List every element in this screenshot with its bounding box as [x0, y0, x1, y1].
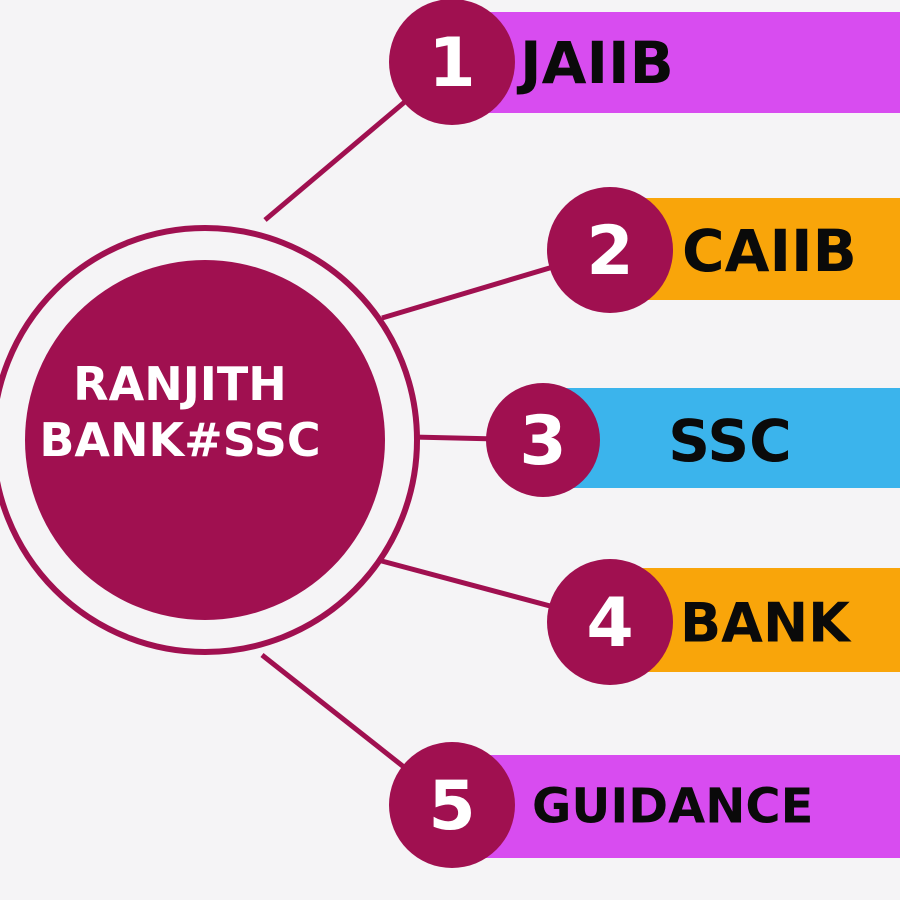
number-badge-3	[486, 383, 600, 497]
number-text-2: 2	[586, 212, 633, 291]
bars: JAIIB CAIIB SSC BANK GUIDANCE	[470, 12, 900, 858]
item-bar-2	[630, 198, 900, 300]
item-label-5: GUIDANCE	[532, 778, 813, 834]
item-bar-1	[470, 12, 900, 113]
item-label-1: JAIIB	[516, 29, 674, 97]
number-text-3: 3	[519, 402, 566, 481]
item-bar-3	[560, 388, 900, 488]
number-text-4: 4	[586, 584, 633, 663]
item-bar-5	[470, 755, 900, 858]
hub-title-line1: RANJITH	[73, 357, 287, 411]
number-text-1: 1	[428, 24, 475, 103]
number-badge-5	[389, 742, 515, 868]
item-label-2: CAIIB	[682, 217, 857, 285]
nodes: 1 2 3 4 5	[389, 0, 673, 868]
number-badge-2	[547, 187, 673, 313]
number-badge-1	[389, 0, 515, 125]
hub-title-line2: BANK#SSC	[39, 413, 320, 467]
number-text-5: 5	[428, 767, 475, 846]
item-label-3: SSC	[668, 407, 792, 475]
item-label-4: BANK	[680, 591, 852, 654]
item-bar-4	[630, 568, 900, 672]
hub-circle	[25, 260, 385, 620]
number-badge-4	[547, 559, 673, 685]
